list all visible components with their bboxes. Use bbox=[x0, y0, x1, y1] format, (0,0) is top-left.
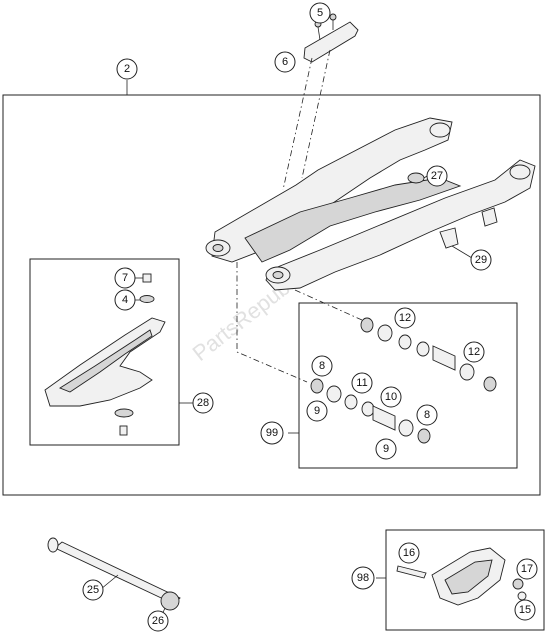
callout-17[interactable]: 17 bbox=[516, 558, 538, 580]
chain-guide bbox=[396, 547, 527, 606]
svg-text:6: 6 bbox=[282, 56, 288, 68]
bearing-kit-parts bbox=[310, 317, 497, 444]
leader-27 bbox=[423, 175, 428, 179]
callout-7[interactable]: 7 bbox=[114, 267, 136, 289]
svg-text:28: 28 bbox=[197, 397, 209, 409]
callout-15[interactable]: 15 bbox=[514, 599, 536, 621]
svg-text:12: 12 bbox=[399, 312, 411, 324]
callout-6[interactable]: 6 bbox=[274, 51, 296, 73]
svg-text:4: 4 bbox=[122, 294, 128, 306]
bearing-kit-box bbox=[298, 302, 518, 469]
callout-12a[interactable]: 12 bbox=[394, 307, 416, 329]
callout-28[interactable]: 28 bbox=[192, 392, 214, 414]
svg-text:99: 99 bbox=[266, 427, 278, 439]
svg-text:5: 5 bbox=[317, 7, 323, 19]
leader-25 bbox=[100, 574, 119, 590]
chain-slider bbox=[44, 273, 166, 436]
callout-99[interactable]: 99 bbox=[260, 421, 284, 445]
chain-guide-kit-box bbox=[385, 529, 545, 631]
callout-9a[interactable]: 9 bbox=[306, 400, 328, 422]
svg-text:9: 9 bbox=[314, 405, 320, 417]
rubber-plug bbox=[407, 172, 425, 184]
callout-8b[interactable]: 8 bbox=[416, 404, 438, 426]
swingarm-assembly-frame bbox=[2, 94, 541, 496]
svg-text:27: 27 bbox=[431, 170, 443, 182]
spacer-part bbox=[160, 591, 180, 611]
callout-27[interactable]: 27 bbox=[426, 165, 448, 187]
svg-text:12: 12 bbox=[468, 346, 480, 358]
callout-25[interactable]: 25 bbox=[82, 579, 104, 601]
callout-29[interactable]: 29 bbox=[470, 249, 492, 271]
callout-12b[interactable]: 12 bbox=[463, 341, 485, 363]
svg-text:16: 16 bbox=[403, 547, 415, 559]
dash-clip-2 bbox=[301, 49, 331, 179]
callout-2[interactable]: 2 bbox=[116, 58, 138, 80]
swingarm bbox=[205, 117, 536, 291]
svg-text:29: 29 bbox=[475, 254, 487, 266]
callout-4[interactable]: 4 bbox=[114, 289, 136, 311]
svg-text:11: 11 bbox=[356, 377, 367, 389]
dash-pivot-axis bbox=[236, 262, 308, 383]
svg-text:98: 98 bbox=[357, 572, 369, 584]
svg-text:8: 8 bbox=[319, 360, 325, 372]
svg-text:2: 2 bbox=[124, 63, 130, 75]
callout-26[interactable]: 26 bbox=[147, 610, 169, 632]
axle-bolt bbox=[47, 537, 181, 605]
svg-text:7: 7 bbox=[122, 272, 128, 284]
callout-11[interactable]: 11 bbox=[351, 372, 373, 394]
callout-98[interactable]: 98 bbox=[351, 566, 375, 590]
chain-slider-kit-box bbox=[29, 258, 180, 446]
callout-9b[interactable]: 9 bbox=[375, 438, 397, 460]
svg-text:25: 25 bbox=[87, 584, 99, 596]
svg-text:9: 9 bbox=[383, 443, 389, 455]
callout-16[interactable]: 16 bbox=[398, 542, 420, 564]
clip-part bbox=[303, 13, 359, 63]
leader-29 bbox=[451, 245, 473, 259]
svg-text:26: 26 bbox=[152, 615, 164, 627]
dash-pivot-axis-2 bbox=[294, 289, 363, 321]
svg-text:8: 8 bbox=[424, 409, 430, 421]
callout-5[interactable]: 5 bbox=[309, 2, 331, 24]
callout-10[interactable]: 10 bbox=[380, 386, 402, 408]
svg-text:17: 17 bbox=[521, 563, 533, 575]
svg-text:15: 15 bbox=[519, 604, 531, 616]
dash-clip-1 bbox=[282, 57, 313, 191]
callout-8a[interactable]: 8 bbox=[311, 355, 333, 377]
svg-text:10: 10 bbox=[385, 391, 397, 403]
